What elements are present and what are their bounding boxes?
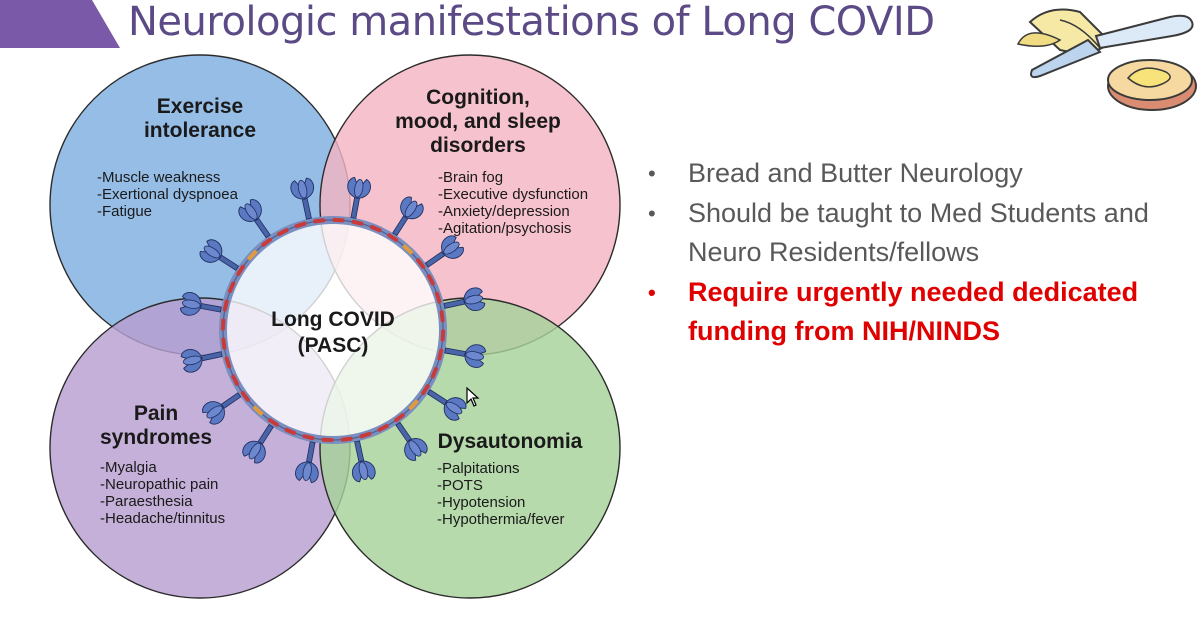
membrane-protein bbox=[284, 427, 297, 436]
venn-heading-1-line-2: intolerance bbox=[144, 119, 256, 142]
bullet-line: Neuro Residents/fellows bbox=[688, 237, 980, 267]
venn-heading-2-line-1: Cognition, bbox=[426, 86, 530, 109]
membrane-protein bbox=[402, 244, 413, 255]
spike-protein bbox=[199, 239, 240, 271]
membrane-protein bbox=[277, 228, 289, 237]
bullet-line: funding from NIH/NINDS bbox=[688, 316, 1000, 346]
spike-protein bbox=[295, 441, 319, 484]
venn-heading-3-line-2: syndromes bbox=[100, 426, 212, 449]
venn-symptom-3-2: -Neuropathic pain bbox=[100, 476, 218, 493]
venn-symptom-2-2: -Executive dysfunction bbox=[438, 186, 588, 203]
spike-protein bbox=[395, 421, 428, 461]
membrane-protein bbox=[434, 291, 442, 304]
membrane-protein bbox=[408, 399, 419, 410]
membrane-protein bbox=[221, 337, 227, 350]
membrane-protein bbox=[359, 431, 372, 439]
spike-protein bbox=[180, 348, 223, 373]
bullet-dot: • bbox=[648, 201, 656, 226]
membrane-protein bbox=[369, 224, 382, 233]
venn-symptom-2-1: -Brain fog bbox=[438, 169, 503, 186]
spike-protein bbox=[242, 423, 274, 464]
bullet-item-1: • Bread and Butter Neurology bbox=[644, 154, 1200, 193]
venn-symptom-4-3: -Hypotension bbox=[437, 494, 525, 511]
membrane-protein bbox=[222, 299, 229, 312]
membrane-protein bbox=[224, 356, 232, 369]
bread-and-butter-knife-icon bbox=[1016, 8, 1197, 111]
bullet-line: Bread and Butter Neurology bbox=[688, 158, 1023, 188]
bullet-dot: • bbox=[648, 280, 656, 305]
spike-protein bbox=[444, 344, 487, 368]
membrane-protein bbox=[332, 217, 345, 223]
spike-protein bbox=[443, 287, 486, 312]
bullet-list: • Bread and Butter Neurology • Should be ta… bbox=[644, 154, 1200, 352]
bullet-dot: • bbox=[648, 161, 656, 186]
spike-protein bbox=[347, 176, 371, 219]
membrane-protein bbox=[439, 310, 445, 323]
spike-protein bbox=[202, 392, 242, 425]
membrane-protein bbox=[387, 233, 399, 242]
membrane-protein bbox=[351, 219, 364, 226]
spike-protein bbox=[179, 292, 222, 316]
membrane-protein bbox=[261, 237, 272, 247]
membrane-protein bbox=[294, 221, 307, 229]
membrane-protein bbox=[220, 318, 226, 331]
membrane-protein bbox=[240, 391, 250, 402]
bullet-line: Should be taught to Med Students and bbox=[688, 198, 1149, 228]
venn-symptom-3-3: -Paraesthesia bbox=[100, 493, 193, 510]
center-label-line-2: (PASC) bbox=[298, 334, 369, 357]
membrane-protein bbox=[313, 218, 326, 224]
spike-protein bbox=[392, 196, 424, 237]
venn-symptom-4-2: -POTS bbox=[437, 477, 483, 494]
spike-protein bbox=[426, 389, 467, 421]
membrane-protein bbox=[247, 250, 258, 261]
venn-symptom-1-3: -Fatigue bbox=[97, 203, 152, 220]
venn-symptom-2-3: -Anxiety/depression bbox=[438, 203, 570, 220]
spike-protein bbox=[238, 199, 271, 239]
mouse-pointer-icon bbox=[466, 387, 480, 407]
venn-heading-2-line-2: mood, and sleep bbox=[395, 110, 561, 133]
venn-heading-3-line-1: Pain bbox=[134, 402, 178, 425]
spike-protein bbox=[351, 440, 376, 483]
membrane-protein bbox=[340, 436, 353, 442]
membrane-protein bbox=[437, 348, 444, 361]
spike-protein bbox=[290, 177, 315, 220]
slide-title: Neurologic manifestations of Long COVID bbox=[128, 0, 935, 45]
venn-symptom-4-1: -Palpitations bbox=[437, 460, 520, 477]
venn-symptom-1-1: -Muscle weakness bbox=[97, 169, 220, 186]
membrane-protein bbox=[227, 281, 236, 294]
membrane-protein bbox=[416, 258, 426, 269]
venn-heading-1-line-1: Exercise bbox=[157, 95, 243, 118]
membrane-protein bbox=[394, 413, 405, 423]
spike-protein bbox=[424, 235, 464, 268]
membrane-protein bbox=[267, 418, 279, 427]
membrane-protein bbox=[440, 329, 446, 342]
membrane-protein bbox=[321, 437, 334, 443]
venn-symptom-3-1: -Myalgia bbox=[100, 459, 157, 476]
membrane-protein bbox=[253, 405, 264, 416]
venn-symptom-1-2: -Exertional dyspnoea bbox=[97, 186, 239, 203]
membrane-protein bbox=[421, 384, 430, 396]
bullet-line: Require urgently needed dedicated bbox=[688, 277, 1139, 307]
membrane-protein bbox=[377, 423, 389, 432]
venn-symptom-3-4: -Headache/tinnitus bbox=[100, 510, 225, 527]
membrane-protein bbox=[430, 366, 439, 379]
title-accent-bar bbox=[0, 0, 120, 48]
venn-heading-2-line-3: disorders bbox=[430, 134, 526, 157]
membrane-protein bbox=[236, 264, 245, 276]
venn-heading-4-line-1: Dysautonomia bbox=[438, 430, 583, 453]
membrane-protein bbox=[302, 434, 315, 441]
central-disc bbox=[223, 220, 443, 440]
venn-symptom-2-4: -Agitation/psychosis bbox=[438, 220, 571, 237]
membrane-protein bbox=[426, 274, 435, 286]
membrane-protein bbox=[231, 374, 240, 386]
venn-symptom-4-4: -Hypothermia/fever bbox=[437, 511, 565, 528]
center-label-line-1: Long COVID bbox=[271, 308, 395, 331]
bullet-item-3: • Require urgently needed dedicated fundin… bbox=[644, 273, 1200, 351]
